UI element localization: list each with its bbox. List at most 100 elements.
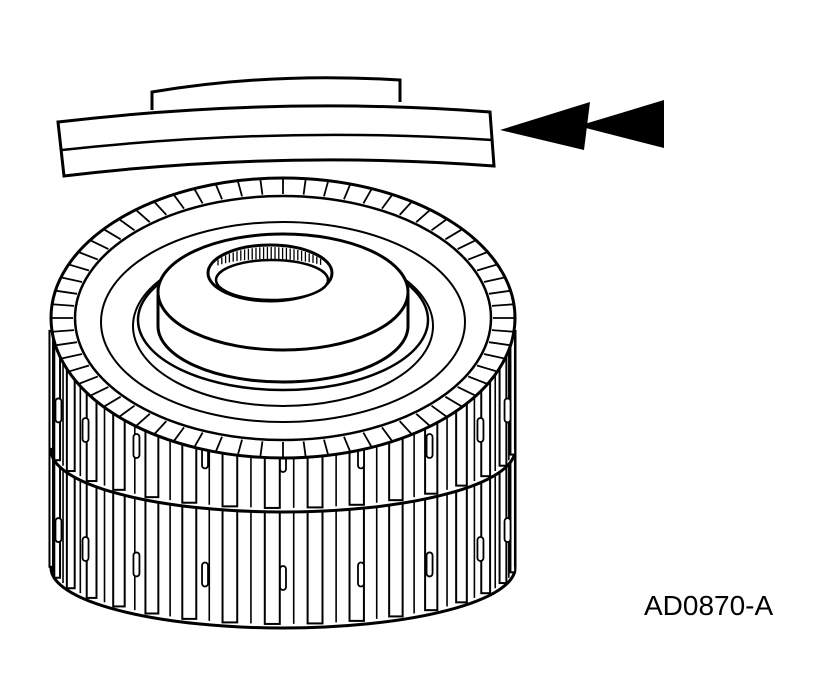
rim-spline: [483, 276, 506, 283]
rim-spline: [430, 218, 448, 232]
lower-slot: [132, 551, 141, 578]
rim-spline: [68, 364, 90, 373]
rim-spline: [302, 441, 307, 458]
rim-spline: [153, 420, 167, 436]
drum-rim-splines: [51, 178, 515, 458]
rim-spline: [444, 228, 463, 241]
rim-spline: [415, 209, 431, 223]
rim-spline: [491, 329, 514, 333]
lower-spline: [65, 471, 76, 590]
rim-spline: [236, 439, 243, 456]
rim-spline: [78, 251, 99, 261]
rim-spline: [153, 200, 167, 216]
rim-spline: [214, 436, 223, 453]
rim-spline: [444, 395, 463, 408]
lower-slot: [279, 565, 287, 591]
rim-spline: [60, 276, 83, 283]
double-arrow-left-icon: [500, 100, 664, 150]
lower-slot: [54, 517, 63, 543]
rim-spline: [236, 180, 243, 197]
bore-splines: [217, 247, 322, 266]
rim-spline: [172, 426, 185, 443]
lower-spline: [263, 506, 281, 625]
rim-spline: [55, 341, 78, 347]
pressure-plate: [56, 76, 496, 178]
upper-slot: [54, 397, 63, 424]
rim-spline: [259, 178, 264, 195]
upper-slot: [132, 433, 141, 459]
lower-spline: [112, 489, 126, 608]
rim-spline: [52, 303, 75, 307]
center-hub: [136, 232, 430, 392]
lower-spline: [181, 501, 198, 620]
rim-spline: [430, 404, 448, 418]
lower-spline: [455, 485, 468, 604]
lower-slot: [503, 517, 512, 543]
rim-spline: [381, 426, 394, 443]
rim-spline: [323, 180, 330, 197]
rim-spline: [457, 386, 477, 397]
rim-spline: [118, 218, 136, 232]
rim-spline: [467, 375, 488, 385]
rim-spline: [476, 263, 498, 272]
figure-id-label: AD0870-A: [644, 590, 774, 621]
upper-slot: [503, 397, 512, 424]
upper-slot: [425, 433, 434, 459]
lower-spline: [306, 506, 324, 625]
lower-ring-slots: [54, 517, 512, 591]
rim-spline: [323, 439, 330, 456]
rim-spline: [89, 386, 109, 397]
rim-spline: [476, 364, 498, 373]
lower-slot: [201, 561, 209, 588]
bore-inner-edge: [214, 258, 330, 302]
rim-spline: [302, 178, 307, 195]
rim-spline: [343, 436, 352, 453]
rim-spline: [172, 193, 185, 210]
upper-slot: [476, 417, 485, 443]
rim-spline: [135, 413, 151, 427]
lower-spline: [144, 496, 160, 615]
lower-slot: [425, 551, 434, 578]
rim-spline: [60, 353, 83, 360]
plate-edge-line: [61, 133, 493, 152]
arrow-head-front: [500, 102, 590, 150]
rim-spline: [193, 188, 204, 204]
arrow-head-rear: [578, 100, 664, 148]
rim-spline: [488, 341, 511, 347]
lower-spline: [480, 476, 492, 595]
rim-spline: [415, 413, 431, 427]
rim-spline: [457, 239, 477, 250]
rim-spline: [89, 239, 109, 250]
rim-spline: [68, 263, 90, 272]
rim-spline: [118, 404, 136, 418]
lower-ring-splines: [48, 449, 517, 625]
rim-spline: [259, 441, 264, 458]
rim-spline: [103, 228, 122, 241]
rim-spline: [103, 395, 122, 408]
rim-spline: [362, 432, 373, 448]
rim-spline: [52, 329, 75, 333]
lower-slot: [476, 536, 485, 562]
lower-clutch-ring: [48, 449, 517, 630]
rim-spline: [491, 303, 514, 307]
plate-body: [56, 104, 496, 178]
rim-spline: [381, 193, 394, 210]
rim-spline: [135, 209, 151, 223]
rim-spline: [78, 375, 99, 385]
rim-spline: [399, 420, 413, 436]
rim-spline: [55, 289, 78, 295]
rim-spline: [488, 289, 511, 295]
rim-spline: [467, 251, 488, 261]
rim-spline: [193, 432, 204, 448]
lower-spline: [221, 505, 239, 624]
rim-spline: [214, 183, 223, 200]
piston-ring-outer: [100, 221, 466, 423]
rim-spline: [362, 188, 373, 204]
lower-slot: [357, 561, 365, 588]
upper-slot: [81, 417, 90, 443]
lower-spline: [388, 499, 404, 618]
rim-spline: [343, 183, 352, 200]
lower-slot: [81, 536, 90, 562]
